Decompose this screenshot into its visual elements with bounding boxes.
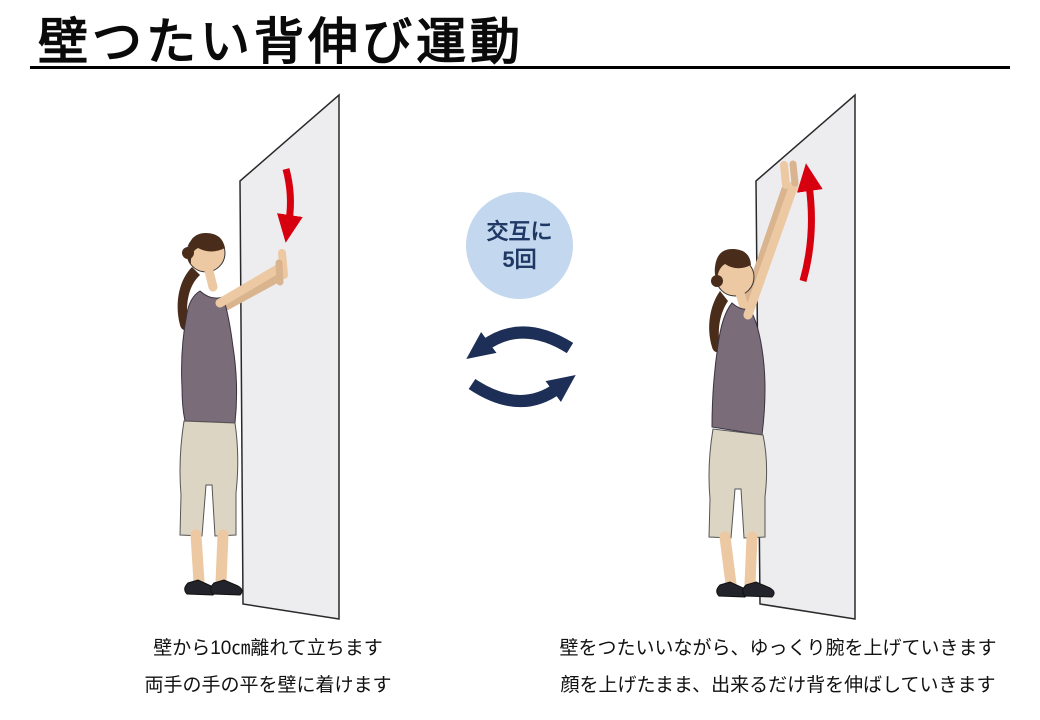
hair-bun	[182, 247, 194, 259]
cycle-arrows	[458, 314, 584, 425]
ponytail	[709, 291, 728, 353]
front-leg	[215, 529, 229, 588]
capri-pants	[708, 428, 768, 539]
wall	[755, 93, 856, 620]
hair	[714, 248, 751, 280]
front-arm	[743, 180, 799, 320]
wall	[239, 93, 340, 620]
repeat-badge: 交互に 5回	[466, 192, 573, 299]
step1-captions: 壁から10㎝離れて立ちます 両手の手の平を壁に着けます	[38, 630, 498, 704]
neck	[735, 288, 749, 312]
hair-bun	[711, 275, 723, 287]
cycle-arrow-bottom	[468, 374, 576, 407]
ponytail	[177, 267, 200, 331]
hand-on-wall	[278, 249, 288, 279]
step1-caption-line2: 両手の手の平を壁に着けます	[144, 675, 392, 697]
front-leg	[744, 531, 758, 590]
title-underline	[30, 66, 1010, 69]
down-arrow-icon	[277, 168, 303, 243]
illustration-step1	[177, 93, 340, 620]
back-leg	[190, 529, 205, 588]
back-leg	[719, 531, 737, 590]
repeat-badge-line2: 5回	[502, 246, 537, 272]
cycle-arrow-top	[466, 326, 574, 360]
step1-caption-line1: 壁から10㎝離れて立ちます	[153, 638, 383, 659]
capri-pants	[179, 420, 239, 537]
hand-up-on-wall	[780, 161, 790, 189]
step2-captions: 壁をつたいいながら、ゆっくり腕を上げていきます 顔を上げたまま、出来るだけ背を伸…	[528, 630, 1028, 704]
step2-caption-line2: 顔を上げたまま、出来るだけ背を伸ばしていきます	[560, 675, 996, 697]
neck	[204, 266, 218, 292]
figure-standing-hands-on-wall	[177, 233, 288, 596]
hand-on-wall-2	[275, 259, 284, 286]
repeat-badge-line1: 交互に	[486, 219, 553, 244]
step2-caption-line1: 壁をつたいいながら、ゆっくり腕を上げていきます	[559, 638, 997, 659]
page-title: 壁つたい背伸び運動	[38, 14, 524, 70]
up-arrow-icon	[796, 163, 823, 282]
cycle-arrows-icon	[466, 326, 576, 407]
figure-stretching-up	[708, 160, 799, 598]
back-arm	[737, 184, 791, 322]
hand-up-on-wall-2	[789, 160, 799, 187]
illustration-step2	[708, 93, 856, 620]
front-shoe	[742, 581, 775, 598]
front-arm	[215, 262, 286, 308]
back-arm	[212, 272, 284, 316]
hair	[187, 233, 225, 265]
front-shoe	[210, 579, 243, 596]
torso-tank-top	[181, 290, 238, 424]
